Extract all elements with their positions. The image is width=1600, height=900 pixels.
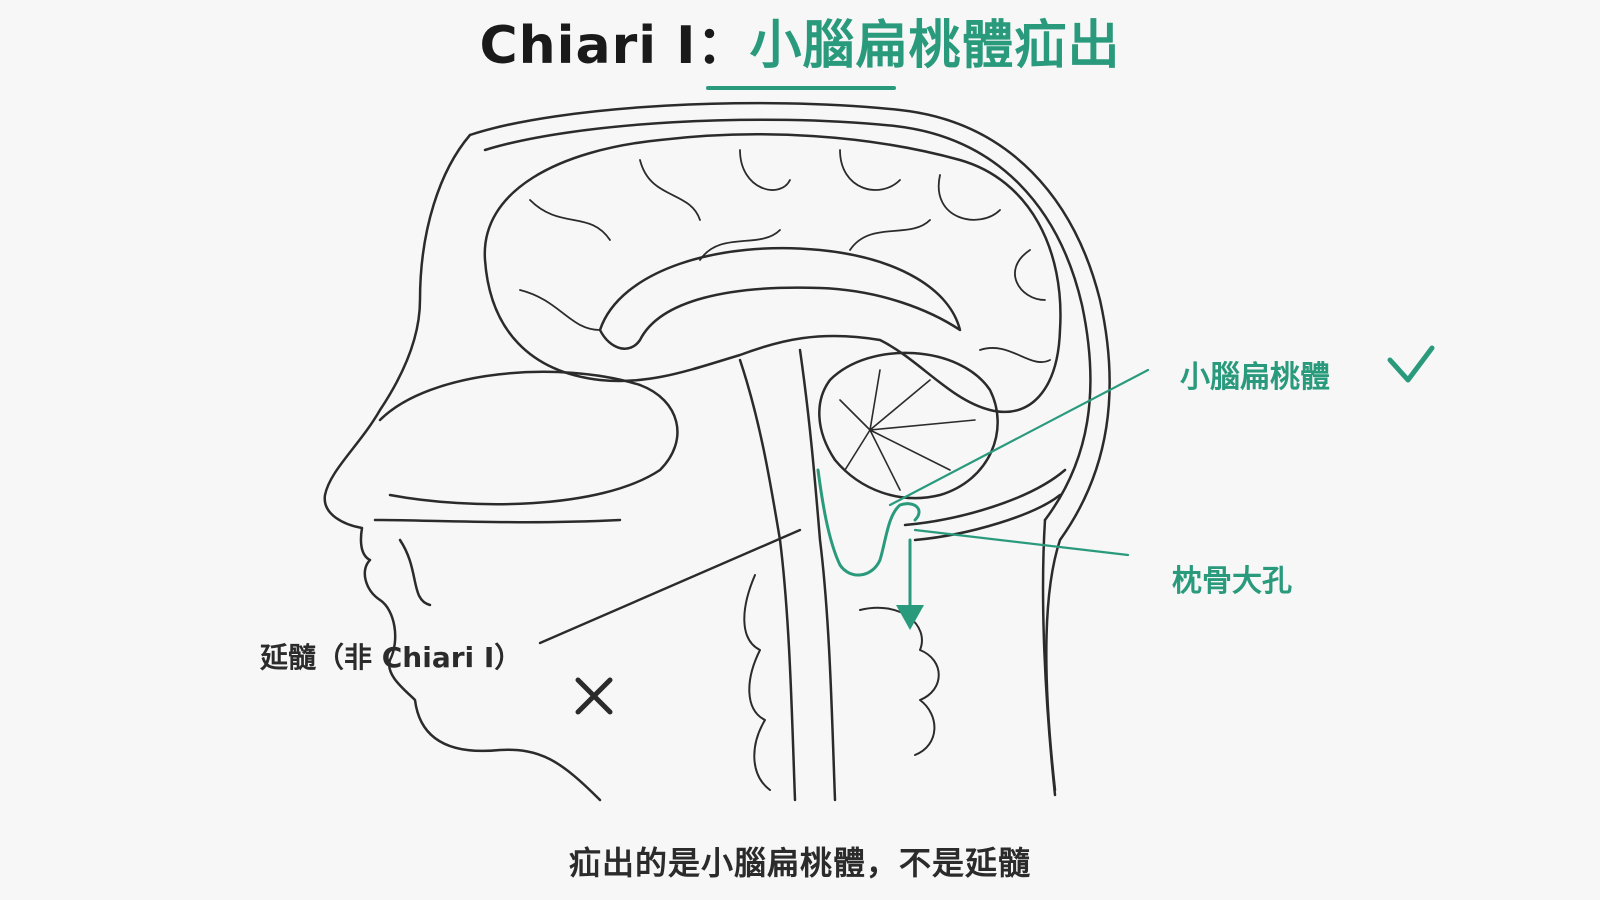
face-profile [323, 133, 602, 802]
cerebellum-arbor [839, 369, 976, 491]
cerebrum-outline [483, 133, 1062, 413]
cerebrum-gyri [519, 149, 1051, 363]
vertebrae-front [743, 574, 771, 791]
check-icon [1387, 345, 1435, 383]
title-underline [706, 86, 896, 90]
footer-caption: 疝出的是小腦扁桃體，不是延髓 [568, 844, 1031, 882]
cerebellum [818, 351, 999, 500]
foramen-label: 枕骨大孔 [1172, 564, 1292, 599]
medulla-leader-line [538, 528, 802, 645]
skull-outer [468, 101, 1111, 792]
foramen-leader-line [913, 528, 1130, 557]
corpus-callosum [598, 246, 962, 350]
oral-cavity [373, 518, 622, 607]
brainstem [738, 348, 837, 802]
skull-inner [483, 118, 1092, 522]
tonsil-label: 小腦扁桃體 [1180, 360, 1330, 395]
nasal-cavity [378, 370, 679, 506]
page-title: Chiari I：小腦扁桃體疝出 [0, 10, 1600, 82]
medulla-label: 延髓（非 Chiari I） [260, 641, 523, 674]
cross-icon [575, 677, 613, 715]
tonsil-leader-line [888, 368, 1150, 507]
vertebrae-back [859, 606, 940, 756]
title-highlight: 小腦扁桃體疝出 [749, 16, 1121, 76]
tonsil-highlight-outline [816, 468, 921, 577]
occipital-bone [903, 468, 1067, 542]
down-arrow-head [896, 605, 924, 630]
title-prefix: Chiari I： [479, 16, 750, 76]
neck-back [1041, 518, 1057, 797]
